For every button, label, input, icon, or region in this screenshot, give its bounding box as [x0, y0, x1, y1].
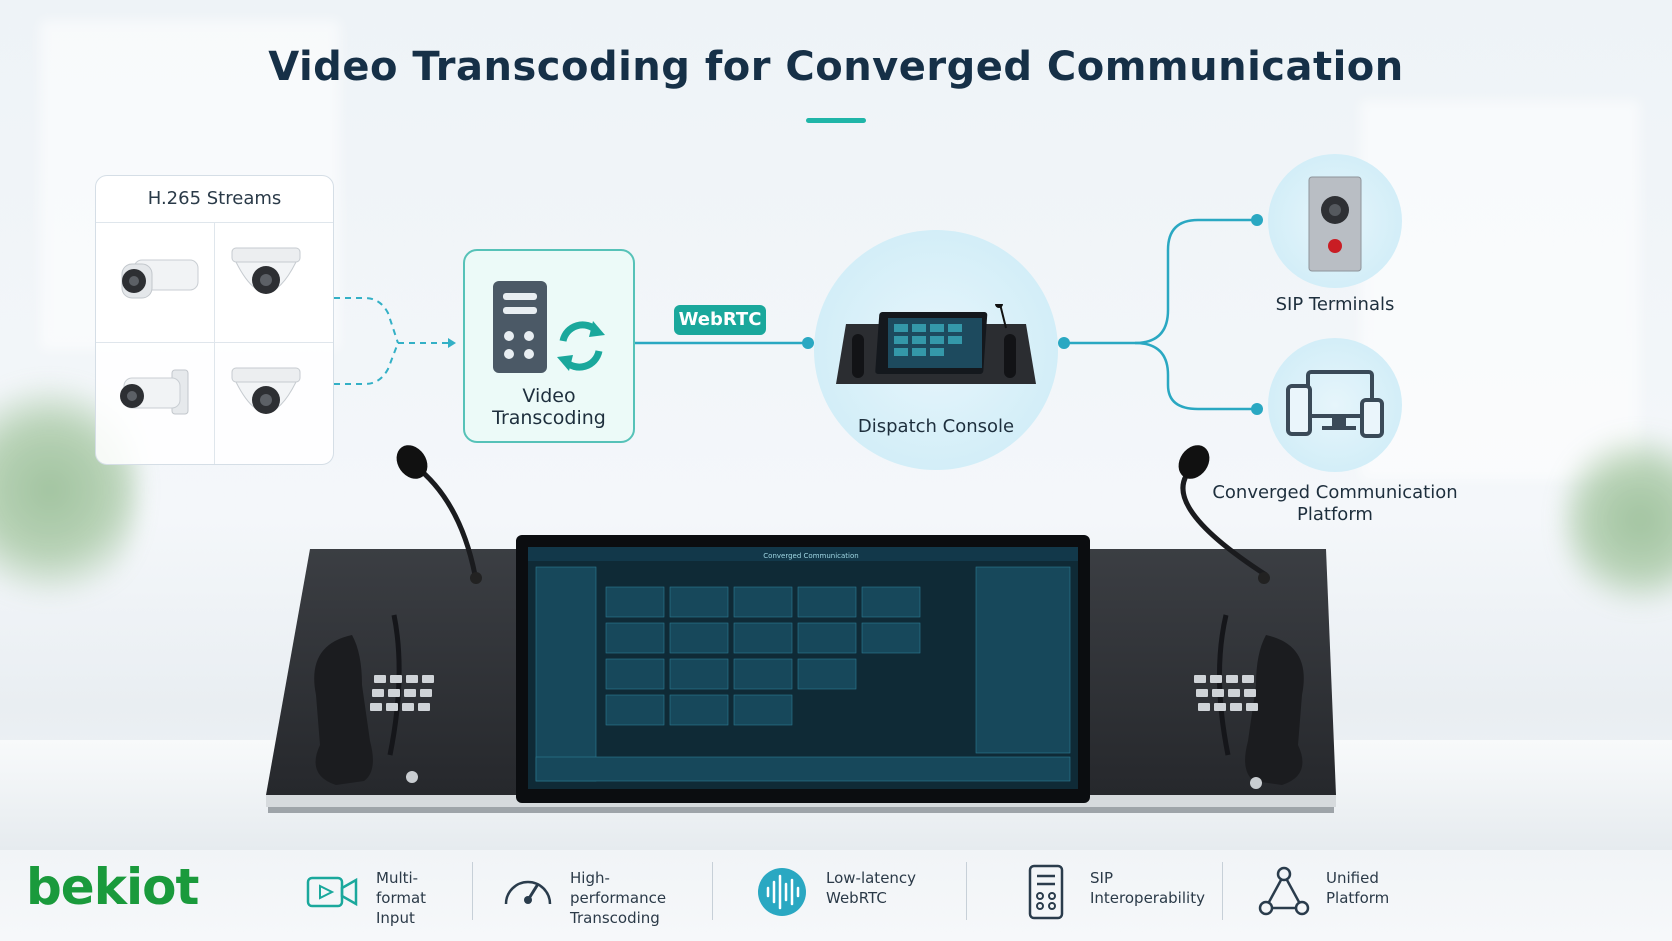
feature-multi-format-input: Multi-format Input [306, 862, 466, 927]
dispatch-console-icon [836, 304, 1036, 384]
transcoding-label-line1: Video [522, 385, 576, 407]
sip-intercom-icon [1308, 176, 1362, 272]
sip-terminals-label: SIP Terminals [1275, 294, 1395, 315]
feature-unified-platform: Unified Platform [1256, 862, 1416, 922]
divider [472, 862, 473, 920]
dispatch-console-hardware: Converged Communication [266, 535, 1336, 813]
page-title: Video Transcoding for Converged Communic… [268, 44, 1404, 90]
webrtc-badge: WebRTC [674, 305, 766, 335]
feature-high-performance-transcoding: High-performance Transcoding [500, 862, 700, 927]
network-icon [1258, 866, 1310, 916]
dome-camera-icon [231, 247, 301, 294]
bekiot-logo: bekiot [26, 858, 199, 916]
platform-label-line1: Converged Communication [1212, 482, 1458, 503]
speedometer-icon [504, 880, 552, 905]
transcoding-label-line2: Transcoding [492, 407, 606, 429]
converged-platform-node [1268, 338, 1402, 472]
streams-label: H.265 Streams [147, 188, 282, 209]
divider [214, 222, 215, 464]
platform-label-line2: Platform [1297, 504, 1373, 525]
sip-terminals-node [1268, 154, 1402, 288]
transcoding-server-icon [493, 281, 605, 373]
feature-text: Low-latency WebRTC [826, 869, 917, 907]
feature-low-latency-webrtc: Low-latency WebRTC [756, 862, 936, 922]
waveform-icon [758, 868, 806, 916]
dispatch-console-node: Dispatch Console [814, 230, 1058, 470]
background-window [1360, 100, 1640, 480]
feature-text: SIP Interoperability [1090, 869, 1205, 907]
dispatch-console-label: Dispatch Console [857, 416, 1015, 437]
feature-text: Multi-format Input [376, 869, 427, 927]
bullet-camera-icon [120, 369, 189, 415]
dome-camera-icon [231, 367, 301, 414]
feature-text: High-performance Transcoding [570, 869, 667, 927]
title-underline [806, 118, 866, 123]
divider [712, 862, 713, 920]
feature-sip-interoperability: SIP Interoperability [1020, 862, 1205, 922]
divider [966, 862, 967, 920]
multi-device-icon [1286, 370, 1384, 438]
bullet-camera-icon [121, 259, 199, 299]
video-transcoding-node: Video Transcoding [463, 249, 635, 443]
feature-text: Unified Platform [1326, 869, 1390, 907]
h265-streams-panel: H.265 Streams [95, 175, 334, 465]
sip-device-icon [1028, 864, 1064, 920]
video-icon [306, 876, 358, 908]
divider [1222, 862, 1223, 920]
screen-header: Converged Communication [763, 552, 858, 560]
